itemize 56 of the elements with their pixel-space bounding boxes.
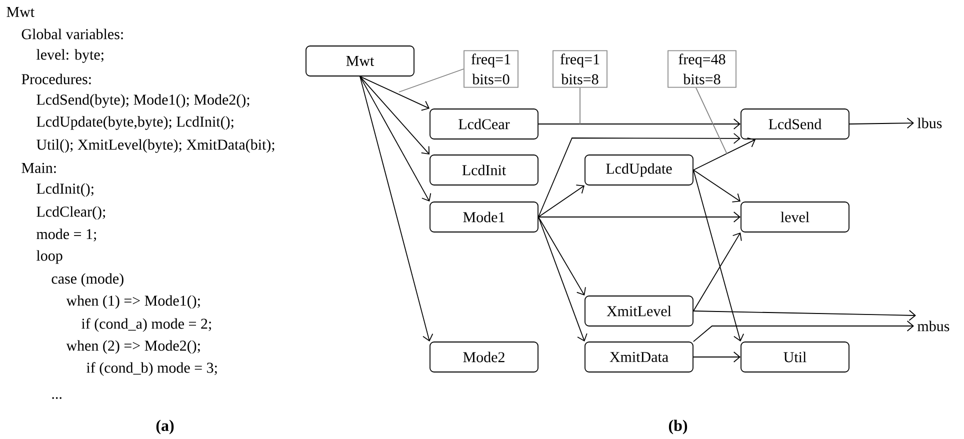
code-line: ... — [52, 397, 62, 399]
code-line: mode = 1; — [36, 228, 96, 242]
code-line: level: byte; — [36, 49, 104, 63]
arrow — [360, 76, 430, 155]
procedure-box: LcdCear — [430, 108, 538, 140]
arrow — [360, 76, 432, 202]
code-line: loop — [36, 250, 62, 264]
procedure-box: XmitLevel — [584, 296, 694, 326]
panel-label: (b) — [668, 420, 688, 434]
procedure-box: LcdInit — [430, 154, 538, 186]
code-line: when (2) => Mode2(); — [66, 340, 200, 354]
panel-label: (a) — [156, 420, 174, 434]
procedure-box: LcdSend — [740, 108, 850, 140]
arrow — [693, 137, 756, 170]
arrow — [693, 320, 914, 342]
procedure-box: level — [740, 202, 850, 232]
code-line: case (mode) — [52, 273, 124, 287]
code-line: if (cond_a) mode = 2; — [82, 318, 211, 332]
arrow — [693, 170, 741, 202]
code-line: Mwt — [6, 7, 34, 17]
arrow — [538, 132, 741, 218]
arrow — [360, 76, 434, 342]
annotation-box: freq=48 bits=8 — [668, 50, 736, 88]
code-line: Main: — [22, 162, 56, 174]
procedure-box: Mode1 — [430, 202, 538, 232]
code-line: LcdUpdate(byte,byte); LcdInit(); — [36, 116, 234, 130]
code-line: LcdInit(); — [36, 183, 94, 197]
annotation-box: freq=1 bits=8 — [552, 50, 608, 88]
leader-line — [398, 68, 464, 92]
arrow — [538, 216, 588, 342]
arrow — [693, 352, 741, 362]
arrow — [538, 184, 585, 218]
arrow — [693, 232, 742, 312]
bus-label: lbus — [918, 118, 942, 128]
leader-line — [696, 87, 728, 154]
procedure-box: Mode2 — [430, 342, 538, 372]
procedure-box: Util — [740, 342, 850, 372]
procedure-box: LcdUpdate — [584, 154, 694, 186]
code-line: Util(); XmitLevel(byte); XmitData(bit); — [36, 139, 274, 153]
annotation-box: freq=1 bits=0 — [464, 50, 518, 88]
bus-label: mbus — [918, 320, 950, 332]
arrow — [693, 310, 916, 321]
arrow — [538, 216, 586, 296]
code-line: when (1) => Mode1(); — [66, 295, 200, 309]
arrow — [360, 76, 430, 111]
code-line: LcdSend(byte); Mode1(); Mode2(); — [36, 94, 250, 108]
arrow — [849, 118, 914, 129]
code-line: LcdClear(); — [36, 206, 106, 220]
code-line: Procedures: — [22, 74, 91, 84]
procedure-box: Mwt — [306, 46, 414, 76]
code-line: if (cond_b) mode = 3; — [86, 362, 217, 376]
arrow — [538, 212, 741, 222]
procedure-box: XmitData — [584, 342, 694, 372]
code-line: Global variables: — [22, 28, 123, 40]
arrow — [693, 170, 744, 342]
arrow — [538, 118, 741, 130]
